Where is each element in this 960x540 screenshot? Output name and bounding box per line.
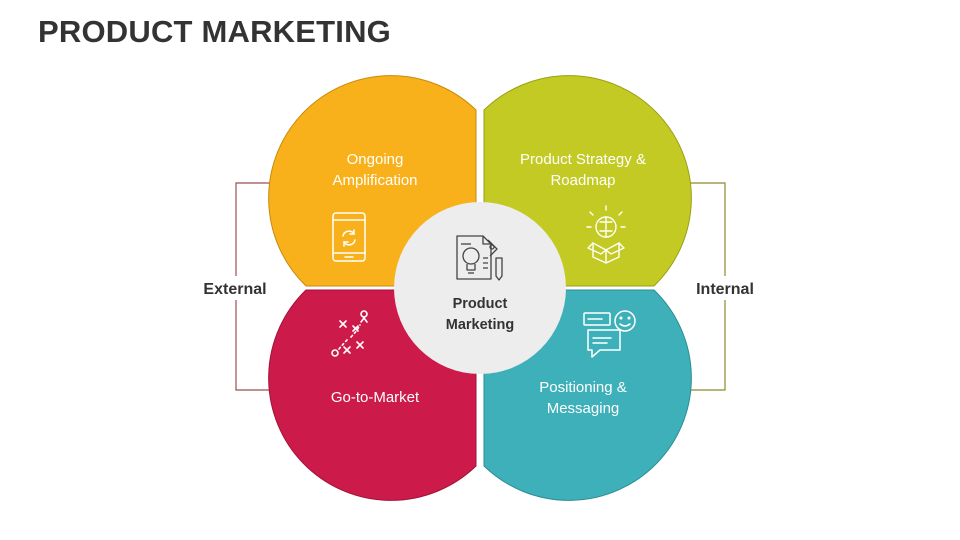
gtm-label: Go-to-Market bbox=[331, 389, 420, 406]
positioning-label-line1: Positioning & bbox=[539, 379, 627, 396]
positioning-label-line2: Messaging bbox=[547, 400, 620, 417]
strategy-label-line2: Roadmap bbox=[550, 172, 615, 189]
center-label-line1: Product bbox=[453, 296, 508, 312]
game-plan-icon bbox=[331, 310, 368, 357]
strategy-label-line1: Product Strategy & bbox=[520, 151, 646, 168]
ongoing-label-line1: Ongoing bbox=[347, 151, 404, 168]
center-circle bbox=[394, 202, 566, 374]
chat-smile-icon bbox=[583, 310, 636, 358]
strategy-box-icon bbox=[586, 205, 626, 264]
idea-document-icon bbox=[456, 235, 503, 281]
center-label-line2: Marketing bbox=[446, 317, 515, 333]
ongoing-label-line2: Amplification bbox=[332, 172, 417, 189]
page-title: PRODUCT MARKETING bbox=[38, 14, 391, 49]
external-label: External bbox=[203, 281, 266, 298]
internal-label: Internal bbox=[696, 281, 754, 298]
mobile-refresh-icon bbox=[332, 212, 366, 262]
